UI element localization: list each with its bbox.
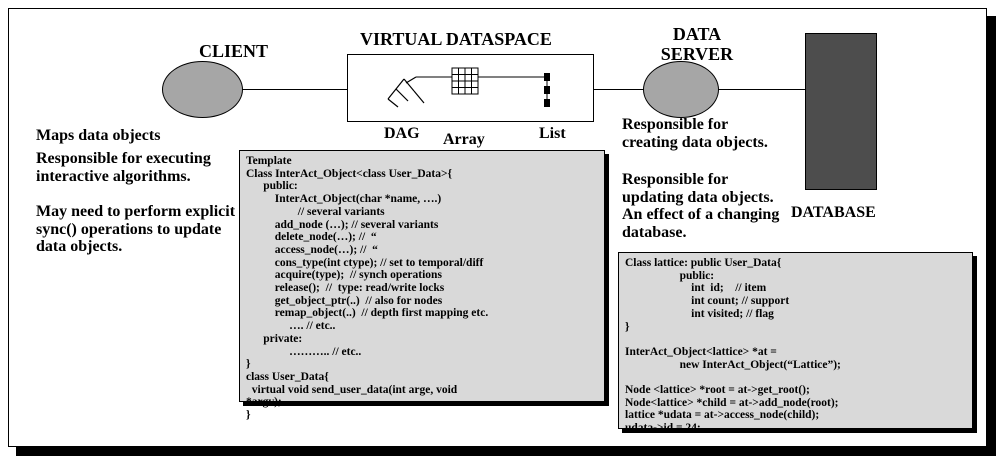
- code-line: InterAct_Object(char *name, ….): [246, 193, 442, 206]
- data-server-label: DATA SERVER: [660, 24, 734, 64]
- frame-shadow: [16, 446, 994, 456]
- server-text-2: Responsible for updating data objects. A…: [622, 171, 780, 241]
- code-line: add_node (…); // several variants: [246, 218, 439, 231]
- code-line: }: [246, 358, 251, 371]
- client-text-2: Responsible for executing interactive al…: [36, 150, 211, 185]
- frame-shadow: [986, 16, 996, 456]
- code-line: class User_Data{: [246, 370, 329, 383]
- client-node: [162, 61, 243, 118]
- server-text-1: Responsible for creating data objects.: [622, 116, 768, 151]
- virtual-dataspace-box: [347, 54, 594, 122]
- code-line: }: [246, 409, 251, 422]
- code-line: // several variants: [246, 205, 385, 218]
- code-line: Class InterAct_Object<class User_Data>{: [246, 167, 453, 180]
- client-text-3: May need to perform explicit sync() oper…: [36, 203, 236, 255]
- code-line: virtual void send_user_data(int arge, vo…: [246, 383, 458, 396]
- database-label: DATABASE: [791, 204, 876, 221]
- code-line: public:: [246, 180, 298, 193]
- code-line: public:: [625, 269, 715, 282]
- code-line: [625, 333, 972, 346]
- code-line: udata->id = 24;: [625, 422, 701, 435]
- virtual-dataspace-label: VIRTUAL DATASPACE: [360, 29, 552, 49]
- code-line: …. // etc..: [246, 320, 336, 333]
- dag-label: DAG: [384, 125, 420, 142]
- connector-line: [718, 89, 805, 90]
- code-line: remap_object(..) // depth first mapping …: [246, 307, 489, 320]
- code-line: access_node(…); // “: [246, 243, 378, 256]
- dag-icon: [387, 76, 425, 108]
- code-line: InterAct_Object<lattice> *at =: [625, 345, 777, 358]
- list-icon: [544, 73, 550, 107]
- code-line: int visited; // flag: [625, 307, 774, 320]
- database-block: [805, 33, 877, 190]
- data-server-node: [643, 61, 719, 118]
- code-line: release(); // type: read/write locks: [246, 282, 445, 295]
- code-line: int count; // support: [625, 295, 790, 308]
- client-text-1: Maps data objects: [36, 127, 161, 144]
- code-line: Class lattice: public User_Data{: [625, 257, 782, 269]
- connector-line: [594, 89, 644, 90]
- code-line: cons_type(int ctype); // set to temporal…: [246, 256, 484, 269]
- dataspace-structures: [387, 67, 550, 108]
- array-label: Array: [443, 131, 485, 148]
- code-line: }: [625, 320, 630, 333]
- array-icon: [451, 67, 479, 95]
- code-line: int id; // item: [625, 282, 767, 295]
- code-line: lattice *udata = at->access_node(child);: [625, 409, 820, 422]
- code-line: [625, 371, 972, 384]
- lattice-code-box: Class lattice: public User_Data{ public:…: [618, 252, 973, 434]
- code-line: delete_node(…); // “: [246, 231, 377, 244]
- list-label: List: [539, 125, 566, 142]
- code-line: *argv);: [246, 396, 282, 409]
- code-line: new InterAct_Object(“Lattice”);: [625, 358, 841, 371]
- code-line: acquire(type); // synch operations: [246, 269, 442, 282]
- code-line: private:: [246, 332, 303, 345]
- code-line: Template: [246, 155, 292, 167]
- code-line: Node<lattice> *child = at->add_node(root…: [625, 396, 839, 409]
- connector-line: [242, 89, 347, 90]
- code-line: ……….. // etc..: [246, 345, 362, 358]
- code-line: get_object_ptr(..) // also for nodes: [246, 294, 443, 307]
- client-label: CLIENT: [199, 41, 269, 61]
- code-line: Node <lattice> *root = at->get_root();: [625, 384, 810, 396]
